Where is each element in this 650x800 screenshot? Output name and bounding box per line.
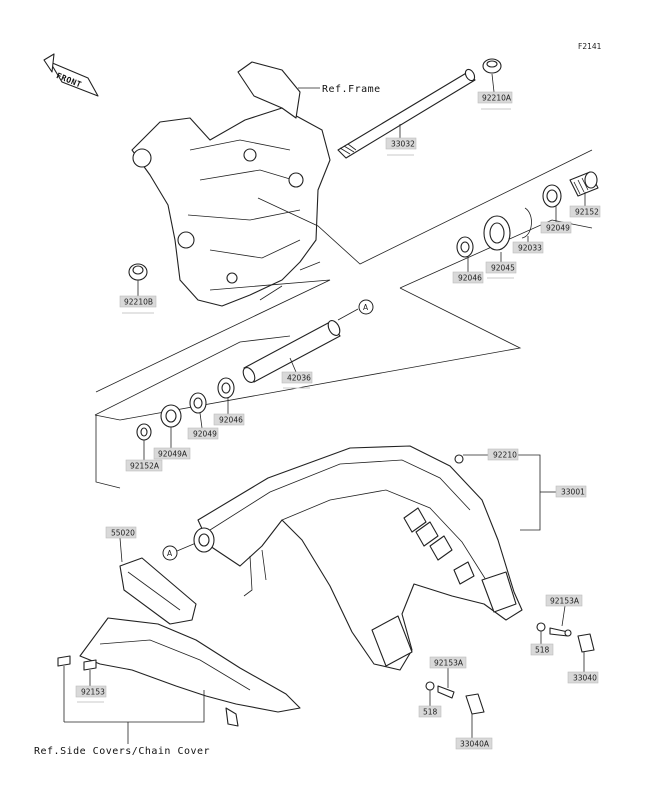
part-tag-33040A: 33040A bbox=[455, 737, 493, 750]
part-tag-92049: 92049 bbox=[540, 221, 572, 234]
part-tag-33001: 33001 bbox=[555, 485, 587, 498]
washer-518-right bbox=[536, 622, 546, 632]
explode-guides bbox=[94, 149, 593, 489]
svg-text:92046: 92046 bbox=[458, 274, 482, 283]
bearing-92049A bbox=[160, 404, 182, 428]
svg-text:42036: 42036 bbox=[287, 374, 311, 383]
part-tag-92046-lower: 92046 bbox=[213, 413, 245, 426]
svg-text:33040A: 33040A bbox=[460, 740, 490, 749]
bearing-92045 bbox=[483, 215, 511, 251]
nut-92210 bbox=[454, 454, 464, 464]
part-tag-518-mid: 518 bbox=[418, 705, 442, 718]
circlip-92033 bbox=[521, 207, 532, 239]
part-tag-92153A-mid: 92153A bbox=[429, 656, 467, 669]
bolt-92153-a bbox=[57, 655, 71, 667]
svg-text:55020: 55020 bbox=[111, 529, 135, 538]
svg-text:92210: 92210 bbox=[493, 451, 517, 460]
callout-a-bottom: A bbox=[162, 542, 197, 561]
adjuster-33040A bbox=[465, 693, 485, 715]
callout-a-top: A bbox=[337, 299, 374, 321]
svg-text:518: 518 bbox=[423, 708, 438, 717]
part-tag-33032: 33032 bbox=[385, 137, 417, 156]
svg-text:92045: 92045 bbox=[491, 264, 515, 273]
bolt-92153-b bbox=[83, 659, 97, 671]
part-tag-55020: 55020 bbox=[105, 526, 137, 539]
svg-text:33040: 33040 bbox=[573, 674, 597, 683]
collar-92210B bbox=[128, 263, 148, 281]
collar-92152 bbox=[569, 171, 599, 197]
part-tag-92033: 92033 bbox=[512, 241, 544, 254]
part-tag-92153A-right: 92153A bbox=[545, 594, 583, 607]
bearing-92049 bbox=[542, 184, 562, 208]
chain-cover bbox=[79, 617, 301, 727]
svg-text:A: A bbox=[167, 549, 173, 558]
svg-text:92049: 92049 bbox=[546, 224, 570, 233]
svg-text:92049A: 92049A bbox=[158, 450, 188, 459]
part-tag-92046-upper: 92046 bbox=[452, 271, 484, 284]
svg-text:92153A: 92153A bbox=[434, 659, 464, 668]
part-tag-92049A: 92049A bbox=[153, 447, 191, 460]
part-tag-92152: 92152 bbox=[569, 205, 601, 218]
part-tag-92153: 92153 bbox=[75, 685, 107, 703]
svg-text:33032: 33032 bbox=[391, 140, 415, 149]
svg-text:92210A: 92210A bbox=[482, 94, 512, 103]
svg-text:92153A: 92153A bbox=[550, 597, 580, 606]
swingarm-33001 bbox=[193, 445, 523, 671]
part-tag-92210B: 92210B bbox=[119, 295, 157, 314]
ref-frame-label: Ref.Frame bbox=[322, 84, 381, 95]
figure-code: F2141 bbox=[578, 42, 602, 51]
part-tag-33040: 33040 bbox=[567, 671, 599, 684]
part-tag-92210: 92210 bbox=[487, 448, 519, 461]
part-tag-92049-lower: 92049 bbox=[187, 427, 219, 440]
part-tag-92045: 92045 bbox=[485, 261, 517, 279]
frame-section-illustration bbox=[131, 61, 331, 307]
part-tag-92152A: 92152A bbox=[125, 459, 163, 472]
svg-text:518: 518 bbox=[535, 646, 550, 655]
bearing-92049-lower bbox=[189, 392, 207, 414]
pivot-shaft-33032 bbox=[337, 68, 476, 159]
bearing-92046-lower bbox=[217, 377, 235, 399]
svg-text:A: A bbox=[363, 303, 369, 312]
collar-92152A bbox=[136, 423, 152, 441]
ref-side-covers-label: Ref.Side Covers/Chain Cover bbox=[34, 746, 210, 757]
adjuster-33040 bbox=[577, 633, 595, 653]
svg-text:92210B: 92210B bbox=[124, 298, 153, 307]
sleeve-42036 bbox=[242, 320, 341, 383]
collar-92210A bbox=[482, 58, 502, 74]
svg-text:92049: 92049 bbox=[193, 430, 217, 439]
part-tag-42036: 42036 bbox=[281, 371, 313, 389]
part-tag-518-right: 518 bbox=[530, 643, 554, 656]
front-arrow-icon: FRONT bbox=[43, 53, 99, 97]
bearing-92046-upper bbox=[456, 236, 474, 258]
bolt-92153A-mid bbox=[437, 685, 455, 699]
svg-text:92033: 92033 bbox=[518, 244, 542, 253]
svg-text:92152: 92152 bbox=[575, 208, 599, 217]
svg-text:92046: 92046 bbox=[219, 416, 243, 425]
washer-518-mid bbox=[425, 681, 435, 691]
bolt-92153A-right bbox=[549, 627, 572, 637]
svg-text:92152A: 92152A bbox=[130, 462, 160, 471]
svg-text:33001: 33001 bbox=[561, 488, 585, 497]
svg-text:92153: 92153 bbox=[81, 688, 105, 697]
part-tag-92210A: 92210A bbox=[477, 91, 513, 110]
